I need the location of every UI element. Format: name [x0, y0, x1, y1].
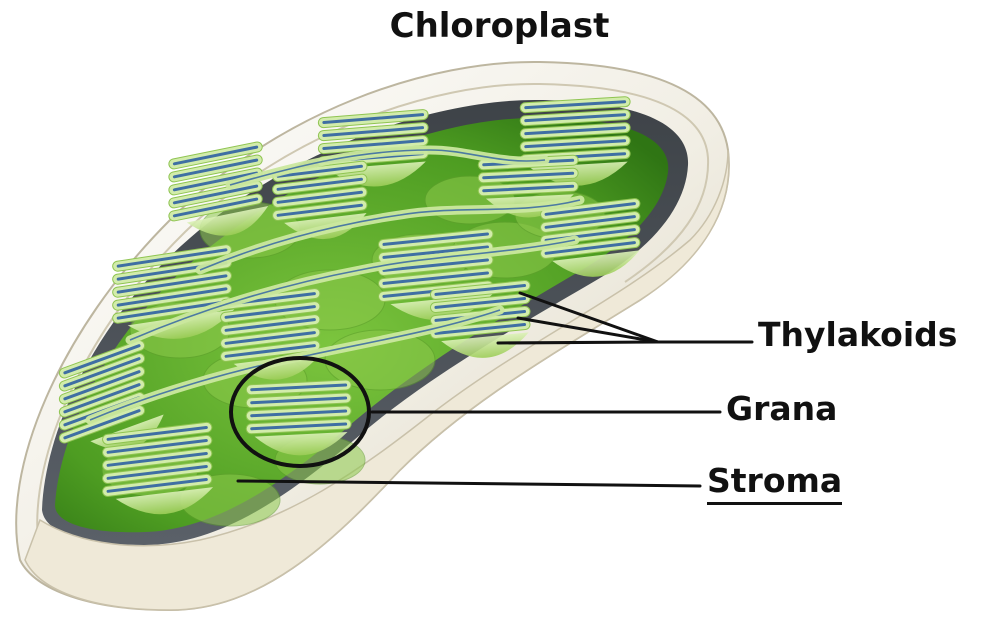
- label-thylakoids: Thylakoids: [758, 315, 957, 354]
- leader-thylakoids-3: [498, 342, 658, 343]
- label-stroma: Stroma: [707, 461, 842, 505]
- label-grana: Grana: [726, 389, 837, 428]
